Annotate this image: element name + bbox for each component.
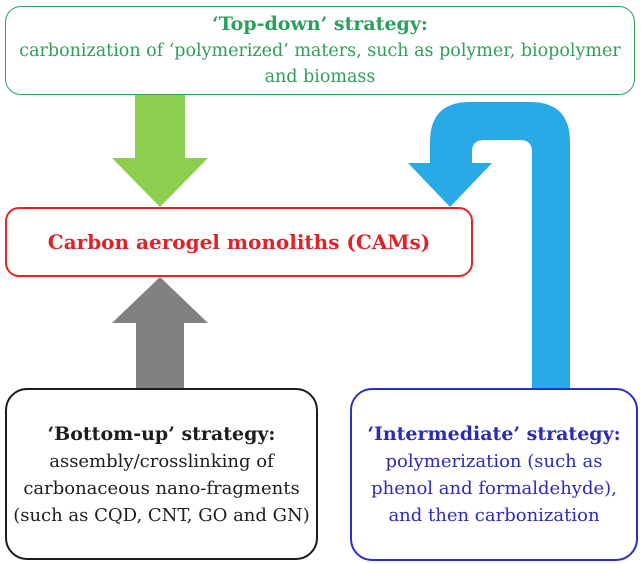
- cams-label: Carbon aerogel monoliths (CAMs): [47, 230, 431, 254]
- intermediate-strategy-text-line: and then carbonization: [388, 505, 600, 526]
- bottom-up-strategy-title: ‘Bottom-up’ strategy:: [47, 422, 276, 445]
- bottom-up-strategy-box: ‘Bottom-up’ strategy: assembly/crosslink…: [5, 388, 318, 560]
- intermediate-arrow: [408, 102, 570, 389]
- intermediate-strategy-box: ‘Intermediate’ strategy: polymerization …: [350, 388, 638, 561]
- intermediate-strategy-title: ‘Intermediate’ strategy:: [367, 423, 621, 445]
- top-down-strategy-text-line: and biomass: [264, 67, 376, 87]
- bottom-up-arrow: [112, 277, 208, 390]
- intermediate-strategy-text-line: polymerization (such as: [385, 451, 603, 472]
- bottom-up-strategy-text-line: (such as CQD, CNT, GO and GN): [13, 504, 310, 526]
- bottom-up-strategy-text-line: assembly/crosslinking of: [49, 450, 274, 472]
- bottom-up-strategy-text-line: carbonaceous nano-fragments: [23, 477, 300, 499]
- top-down-strategy-box: ‘Top-down’ strategy: carbonization of ‘p…: [5, 6, 635, 95]
- cams-box: Carbon aerogel monoliths (CAMs): [5, 207, 473, 277]
- intermediate-strategy-text-line: phenol and formaldehyde),: [371, 478, 617, 499]
- top-down-strategy-text-line: carbonization of ‘polymerized’ maters, s…: [19, 41, 621, 61]
- top-down-strategy-title: ‘Top-down’ strategy:: [212, 13, 428, 35]
- top-down-arrow: [112, 94, 208, 207]
